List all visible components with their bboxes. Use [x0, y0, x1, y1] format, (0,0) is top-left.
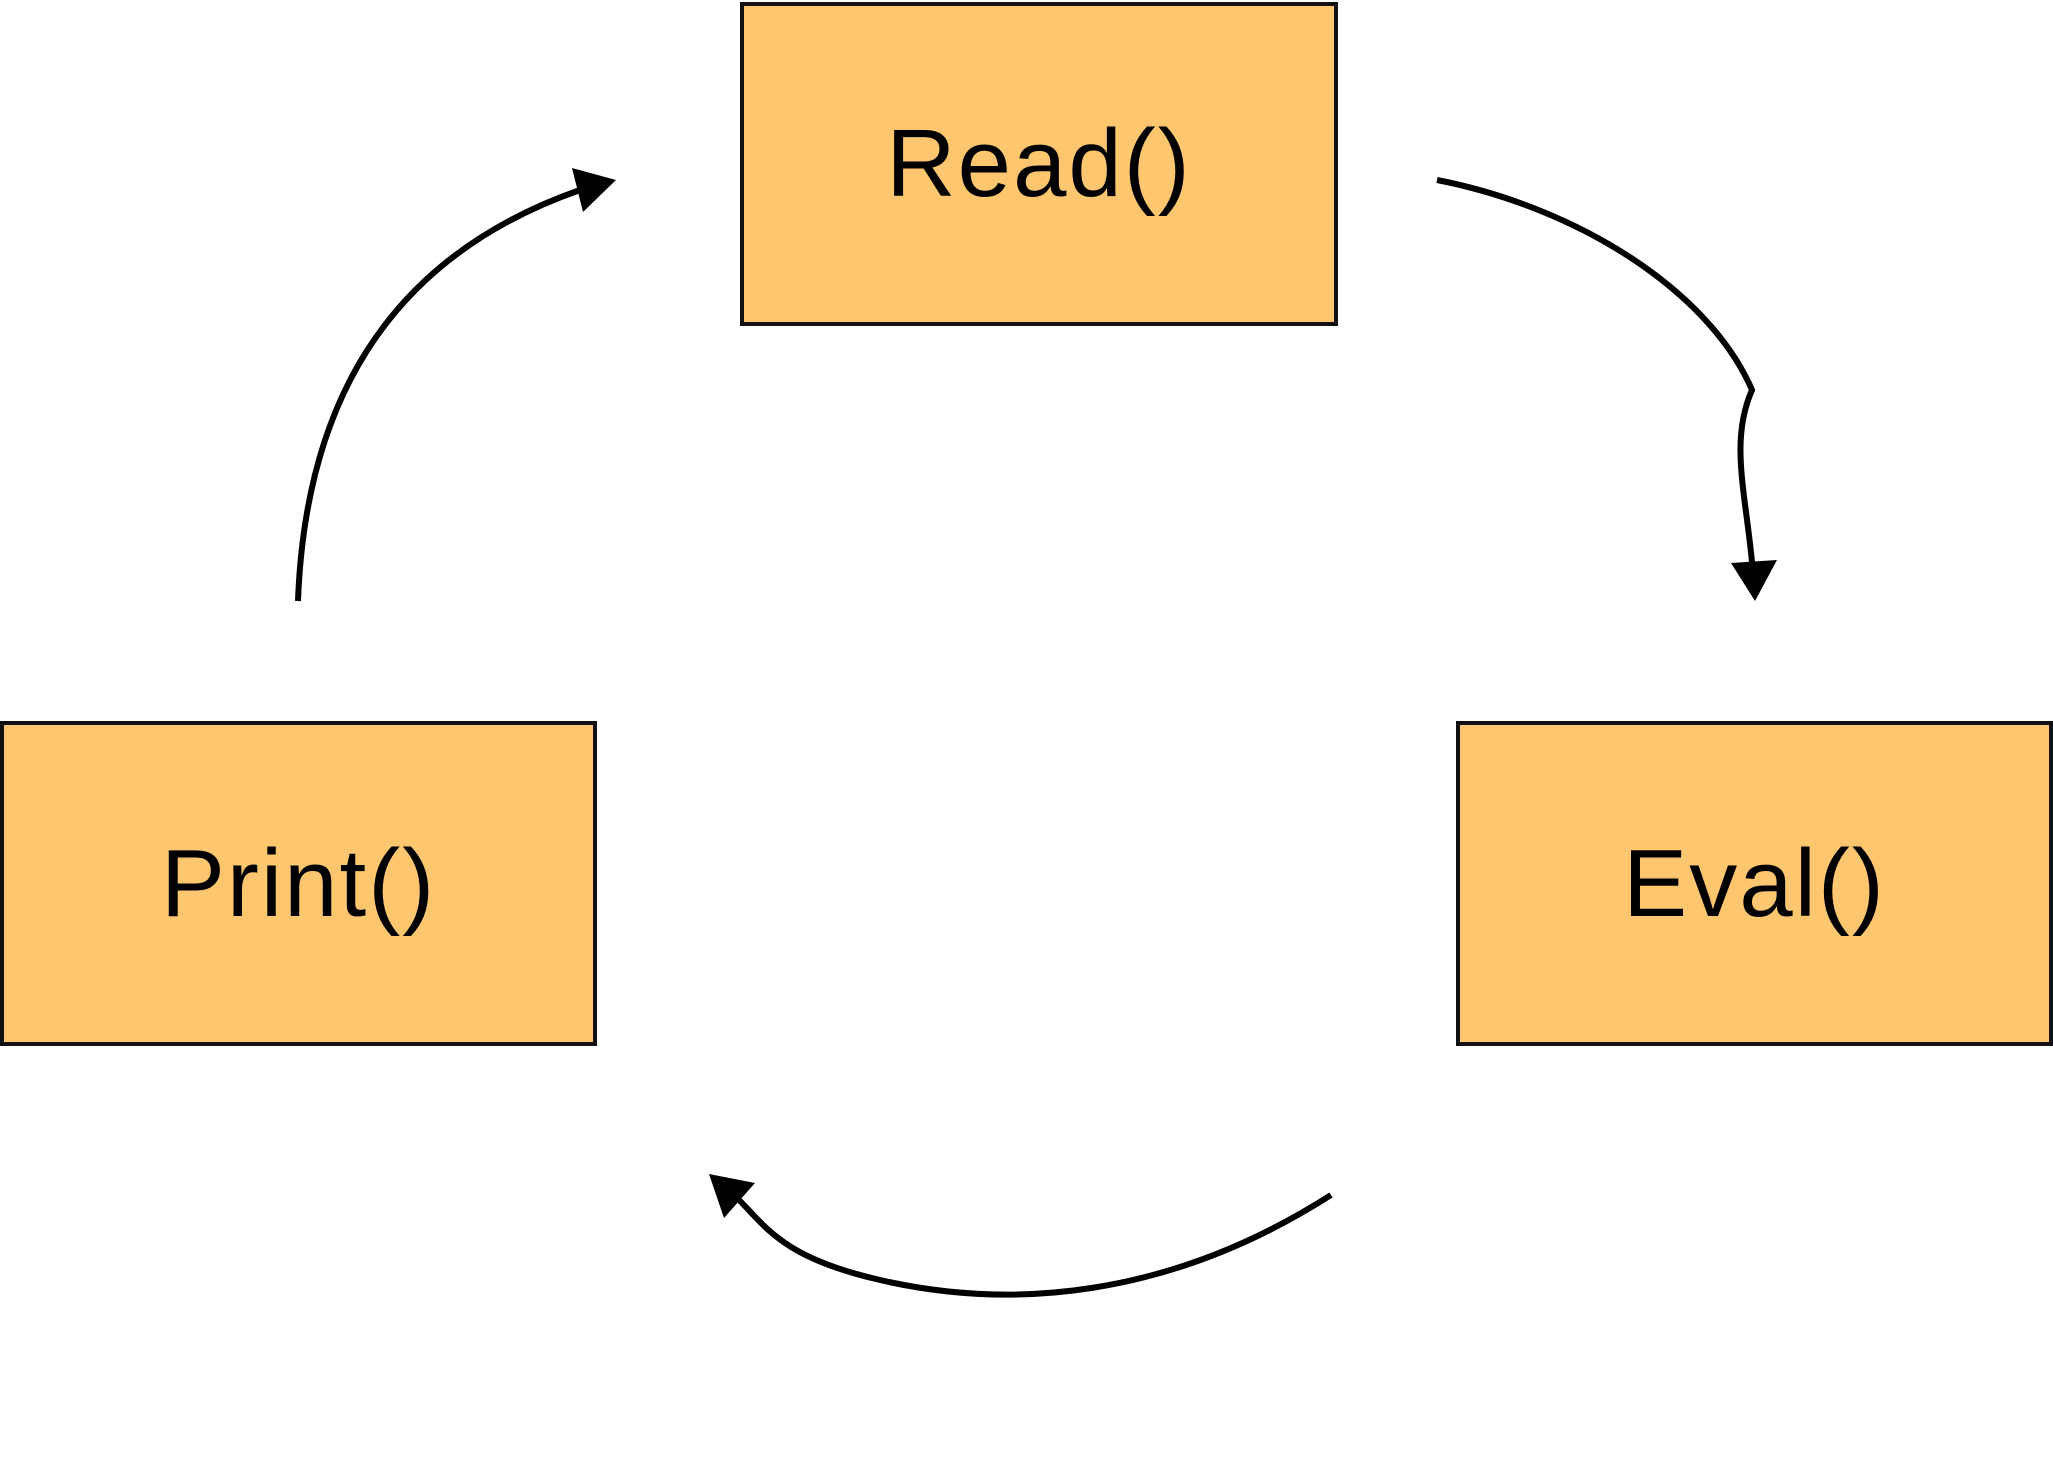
read-node: Read(): [740, 2, 1338, 326]
eval-node-label: Eval(): [1623, 829, 1886, 937]
edge-print-to-read-arrowhead: [572, 168, 616, 212]
eval-node: Eval(): [1456, 721, 2053, 1046]
edge-print-to-read: [295, 187, 581, 602]
edge-read-to-eval-arrowhead: [1731, 560, 1777, 601]
read-node-label: Read(): [886, 110, 1192, 217]
print-node: Print(): [0, 721, 597, 1046]
edge-eval-to-print: [734, 1192, 1333, 1298]
edge-eval-to-print-arrowhead: [709, 1174, 755, 1218]
edge-read-to-eval: [1436, 177, 1756, 563]
print-node-label: Print(): [160, 829, 437, 937]
